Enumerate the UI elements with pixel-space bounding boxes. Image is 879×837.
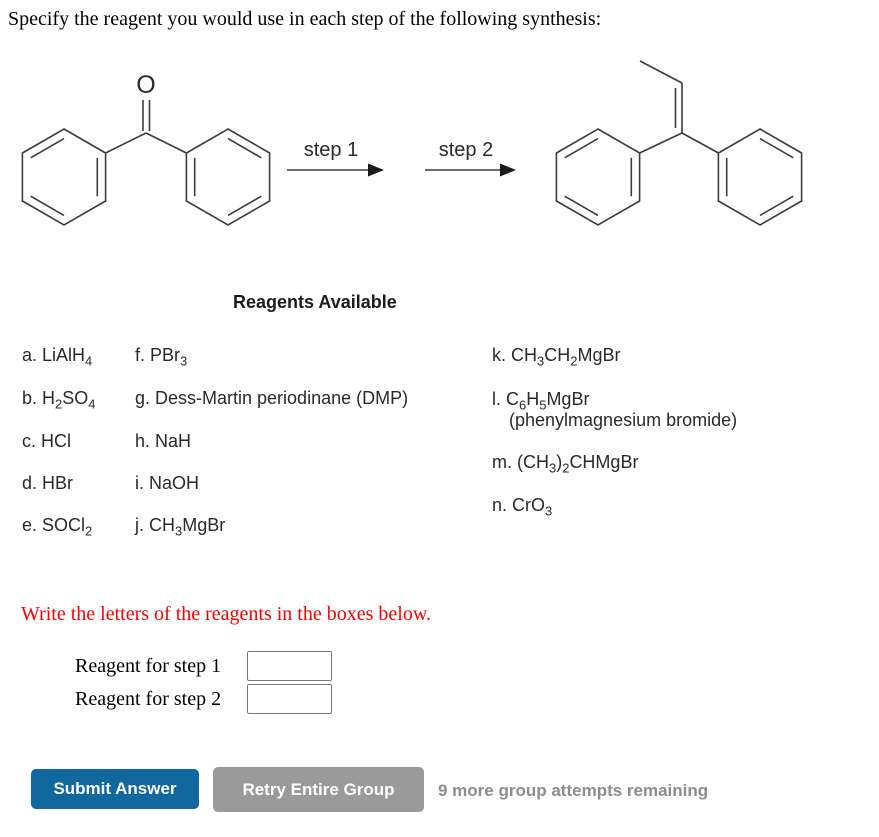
instruction-text: Write the letters of the reagents in the… [21,603,431,625]
reagents-heading: Reagents Available [233,292,397,312]
reagent-letter: d. [22,473,38,493]
reagent-formula: HCl [41,431,72,451]
reagent-letter: n. [492,495,508,515]
molecule-benzophenone: O [21,71,271,226]
reagent-item-a: a.LiAlH4 [22,345,93,369]
reagent-formula: CH3CH2MgBr [511,345,621,369]
retry-entire-group-button[interactable]: Retry Entire Group [213,767,424,812]
step2-answer-label: Reagent for step 2 [75,688,222,710]
reagent-formula: C6H5MgBr [506,389,590,413]
step2-answer-input[interactable] [247,684,332,714]
reagent-formula: HBr [42,473,74,493]
reagent-formula: SOCl2 [42,515,93,539]
reagent-letter: g. [135,388,151,408]
step2-label: step 2 [439,139,493,161]
reagent-item-j: j.CH3MgBr [135,515,226,539]
reagent-formula: (CH3)2CHMgBr [517,452,639,476]
reagent-letter: e. [22,515,38,535]
reagent-item-k: k.CH3CH2MgBr [492,345,621,369]
reagent-item-c: c.HCl [22,431,71,452]
reaction-arrow-step1: step 1 [287,139,384,177]
step1-answer-label: Reagent for step 1 [75,655,222,677]
reagent-letter: f. [135,345,146,365]
reagent-letter: a. [22,345,38,365]
reagent-formula: Dess-Martin periodinane (DMP) [155,388,409,408]
reagent-formula: NaOH [149,473,200,493]
reagent-formula: CH3MgBr [149,515,226,539]
reagent-letter: l. [492,389,501,409]
reagent-item-b: b.H2SO4 [22,388,96,412]
reagent-letter: b. [22,388,38,408]
reaction-scheme: O step 1 step 2 [21,60,803,226]
reagent-letter: m. [492,452,512,472]
reagent-formula: NaH [155,431,192,451]
reagent-formula: PBr3 [150,345,188,369]
reagent-item-f: f.PBr3 [135,345,188,369]
carbonyl-oxygen-label: O [136,71,155,99]
reagent-item-h: h.NaH [135,431,191,452]
reagent-formula: H2SO4 [42,388,96,412]
molecule-product [555,60,803,226]
reagent-letter: j. [135,515,144,535]
reagent-item-l: l.C6H5MgBr (phenylmagnesium bromide) [492,389,737,431]
reaction-arrow-step2: step 2 [425,139,516,177]
submit-answer-button[interactable]: Submit Answer [31,769,199,809]
reagent-formula: LiAlH4 [42,345,93,369]
reagent-note: (phenylmagnesium bromide) [509,410,738,430]
reagent-item-g: g.Dess-Martin periodinane (DMP) [135,388,408,409]
reagent-letter: i. [135,473,144,493]
question-prompt: Specify the reagent you would use in eac… [8,8,602,30]
reagent-item-m: m.(CH3)2CHMgBr [492,452,639,476]
reagent-item-e: e.SOCl2 [22,515,93,539]
reagent-letter: h. [135,431,151,451]
reagent-formula: CrO3 [512,495,553,519]
reagent-letter: k. [492,345,507,365]
reagent-letter: c. [22,431,37,451]
reagent-item-n: n.CrO3 [492,495,553,519]
step1-label: step 1 [304,139,358,161]
step1-answer-input[interactable] [247,651,332,681]
attempts-remaining-text: 9 more group attempts remaining [438,781,709,800]
reagent-item-d: d.HBr [22,473,73,494]
reagent-item-i: i.NaOH [135,473,199,494]
